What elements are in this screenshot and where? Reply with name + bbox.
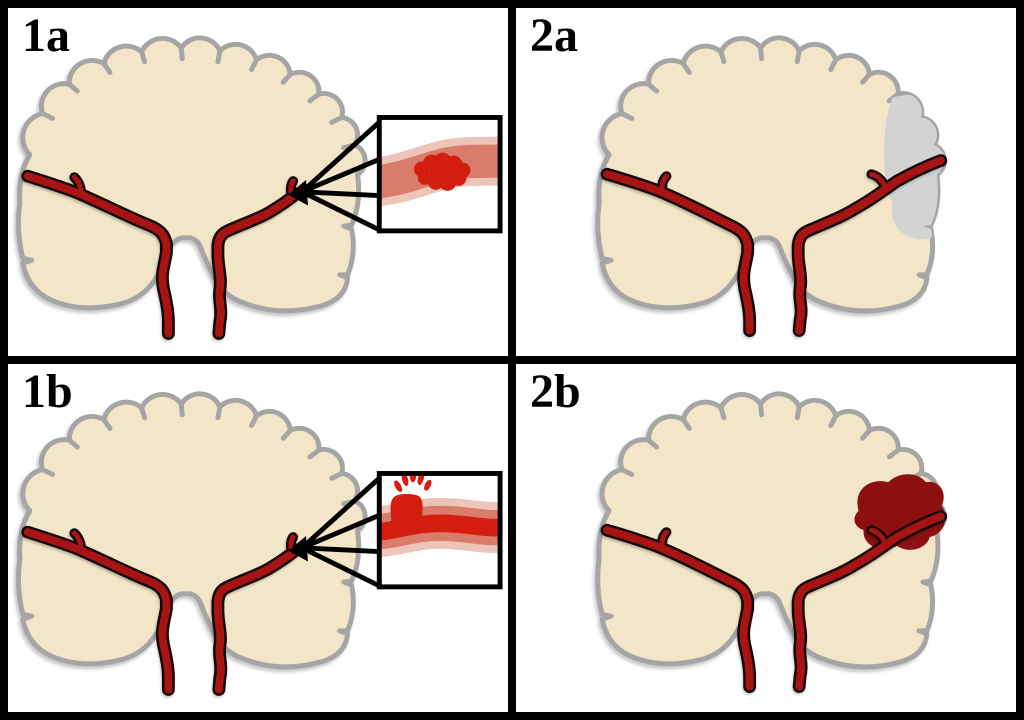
panel-label-2a: 2a xyxy=(530,9,578,62)
panel-2b-illustration xyxy=(516,364,1016,712)
panel-1a-illustration xyxy=(8,8,508,356)
panel-1b-illustration xyxy=(8,364,508,712)
panel-label-1b: 1b xyxy=(22,365,73,418)
clot-inset xyxy=(376,117,505,230)
panel-1a: 1a xyxy=(8,8,508,356)
panel-1b: 1b xyxy=(8,364,508,712)
panel-2a: 2a xyxy=(516,8,1016,356)
panel-label-1a: 1a xyxy=(22,9,70,62)
panel-label-2b: 2b xyxy=(530,365,581,418)
rupture-inset xyxy=(376,467,505,587)
panel-2a-illustration xyxy=(516,8,1016,356)
panel-2b: 2b xyxy=(516,364,1016,712)
